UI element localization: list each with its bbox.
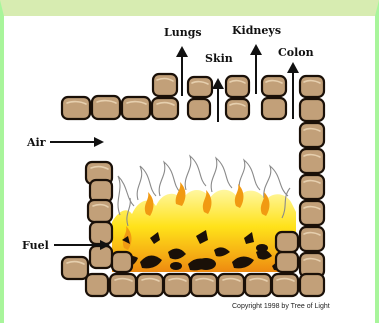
copyright-text: Copyright 1998 by Tree of Light xyxy=(232,303,330,310)
colon-arrowhead xyxy=(287,62,299,73)
colon-label: Colon xyxy=(278,46,314,59)
lungs-arrowhead xyxy=(176,46,188,57)
kidneys-label: Kidneys xyxy=(232,24,281,37)
lungs-label: Lungs xyxy=(164,26,202,39)
kidneys-arrowhead xyxy=(250,44,262,55)
skin-label: Skin xyxy=(205,52,233,65)
fuel-label: Fuel xyxy=(22,239,49,252)
air-arrowhead xyxy=(94,137,104,147)
fire xyxy=(112,156,296,272)
skin-arrowhead xyxy=(212,78,224,89)
air-label: Air xyxy=(26,136,46,149)
